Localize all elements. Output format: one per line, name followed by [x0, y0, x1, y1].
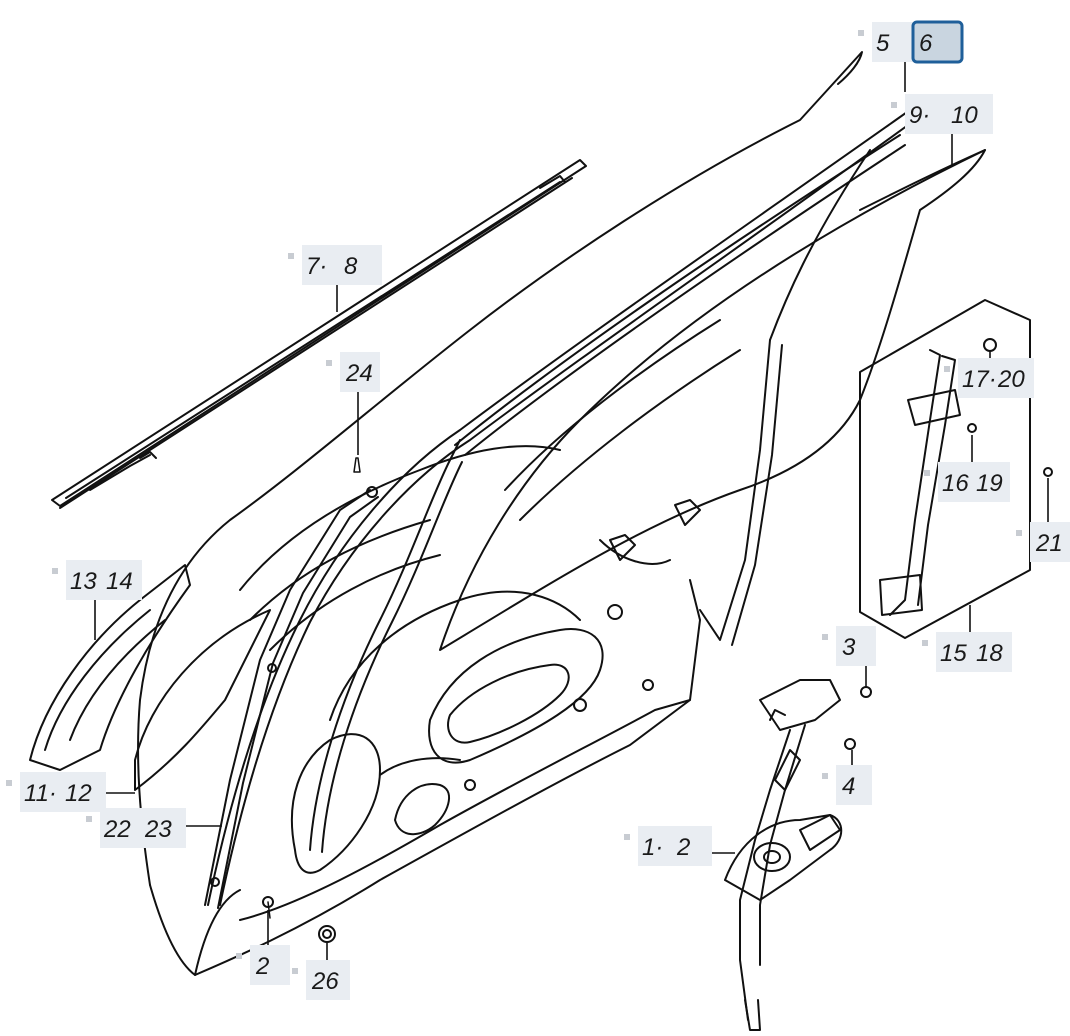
callout-number-right: 18	[976, 640, 1003, 667]
callout-25[interactable]: 2	[236, 945, 290, 985]
callout-box-right	[945, 94, 993, 134]
callout-number-left: 9·	[909, 102, 930, 129]
callout-marker	[6, 780, 12, 786]
callout-box-right	[100, 560, 142, 600]
fasteners	[262, 457, 1053, 943]
callout-number-left: 5	[876, 30, 890, 57]
callout-24[interactable]: 24	[326, 352, 380, 392]
callout-box-right	[338, 245, 382, 285]
leader-lines	[94, 62, 1049, 965]
callout-box-left	[66, 560, 104, 600]
callout-number-left: 1·	[642, 834, 663, 861]
callout-box-left	[958, 358, 996, 398]
callout-number-left: 22	[103, 816, 131, 843]
callout-marker	[858, 30, 864, 36]
callout-box-right	[970, 632, 1012, 672]
callout-marker	[52, 568, 58, 574]
callout-13-14[interactable]: 13 14	[52, 560, 142, 600]
callout-number-right: 19	[976, 470, 1003, 497]
glass-run	[309, 134, 906, 853]
callout-box-left	[938, 462, 974, 502]
callout-number-left: 7·	[306, 253, 327, 280]
callout-marker	[86, 816, 92, 822]
callout-number-right: 10	[951, 102, 978, 129]
callout-number-left: 16	[942, 470, 969, 497]
callout-marker	[922, 640, 928, 646]
callout-box-left	[638, 826, 675, 866]
callout-marker	[924, 470, 930, 476]
callout-box-right	[139, 808, 186, 848]
callout-marker	[326, 360, 332, 366]
callout-21[interactable]: 21	[1016, 522, 1070, 562]
callout-box-right	[970, 462, 1010, 502]
callout-box-right	[340, 352, 380, 392]
corner-trim	[29, 564, 271, 791]
callout-box-right	[1030, 522, 1070, 562]
callout-17-20[interactable]: 17·20	[944, 358, 1034, 398]
callout-marker	[822, 773, 828, 779]
callout-22-23[interactable]: 22 23	[86, 808, 186, 848]
callout-number-right: 26	[311, 968, 339, 995]
callout-marker	[624, 834, 630, 840]
callout-box-left	[100, 808, 143, 848]
callout-number-right: 6	[919, 30, 933, 57]
callout-box-right	[59, 772, 106, 812]
callout-number-left: 13	[70, 568, 97, 595]
callout-9-10[interactable]: 9· 10	[891, 94, 993, 134]
callout-number-right: 2	[676, 834, 690, 861]
callout-number-left: 11·	[24, 780, 57, 807]
callout-marker	[944, 366, 950, 372]
callout-marker	[236, 953, 242, 959]
front-sash	[204, 486, 379, 909]
callout-number-right: 20	[997, 366, 1025, 393]
callout-box-right	[836, 765, 872, 805]
callout-number-right: 21	[1035, 530, 1063, 557]
callout-box-left	[936, 632, 974, 672]
callout-number-right: 12	[65, 780, 92, 807]
callout-11-12[interactable]: 11· 12	[6, 772, 106, 812]
callout-number-right: 23	[144, 816, 172, 843]
callout-box-right	[306, 960, 350, 1000]
callout-box-right	[836, 626, 876, 666]
callout-box-left	[20, 772, 63, 812]
callout-box-left	[905, 94, 949, 134]
callout-26[interactable]: 26	[292, 960, 350, 1000]
callout-7-8[interactable]: 7· 8	[288, 245, 382, 285]
selected-callout-box	[911, 20, 964, 64]
callout-3[interactable]: 3	[822, 626, 876, 666]
callout-4[interactable]: 4	[822, 765, 872, 805]
callout-number-left: 17·	[962, 366, 997, 393]
callout-marker	[292, 968, 298, 974]
callout-number-right: 2	[255, 953, 269, 980]
inset-panel	[859, 299, 1031, 639]
callout-box-right	[992, 358, 1034, 398]
callout-number-right: 14	[106, 568, 133, 595]
weatherstrip	[51, 159, 587, 509]
door-glass	[439, 149, 986, 651]
callout-box-left	[872, 22, 917, 62]
callout-marker	[891, 102, 897, 108]
callout-marker	[288, 253, 294, 259]
callout-box-right	[250, 945, 290, 985]
callout-number-right: 8	[344, 253, 358, 280]
callout-box-right	[671, 826, 712, 866]
window-regulator	[724, 679, 843, 1031]
callout-number-left: 15	[940, 640, 967, 667]
callout-number-right: 4	[842, 773, 855, 800]
callout-box-left	[302, 245, 342, 285]
callout-number-right: 3	[842, 634, 856, 661]
callout-marker	[822, 634, 828, 640]
callout-number-right: 24	[345, 360, 373, 387]
run-channel	[207, 109, 919, 906]
callout-1-2[interactable]: 1· 2	[624, 826, 712, 866]
callout-marker	[1016, 530, 1022, 536]
